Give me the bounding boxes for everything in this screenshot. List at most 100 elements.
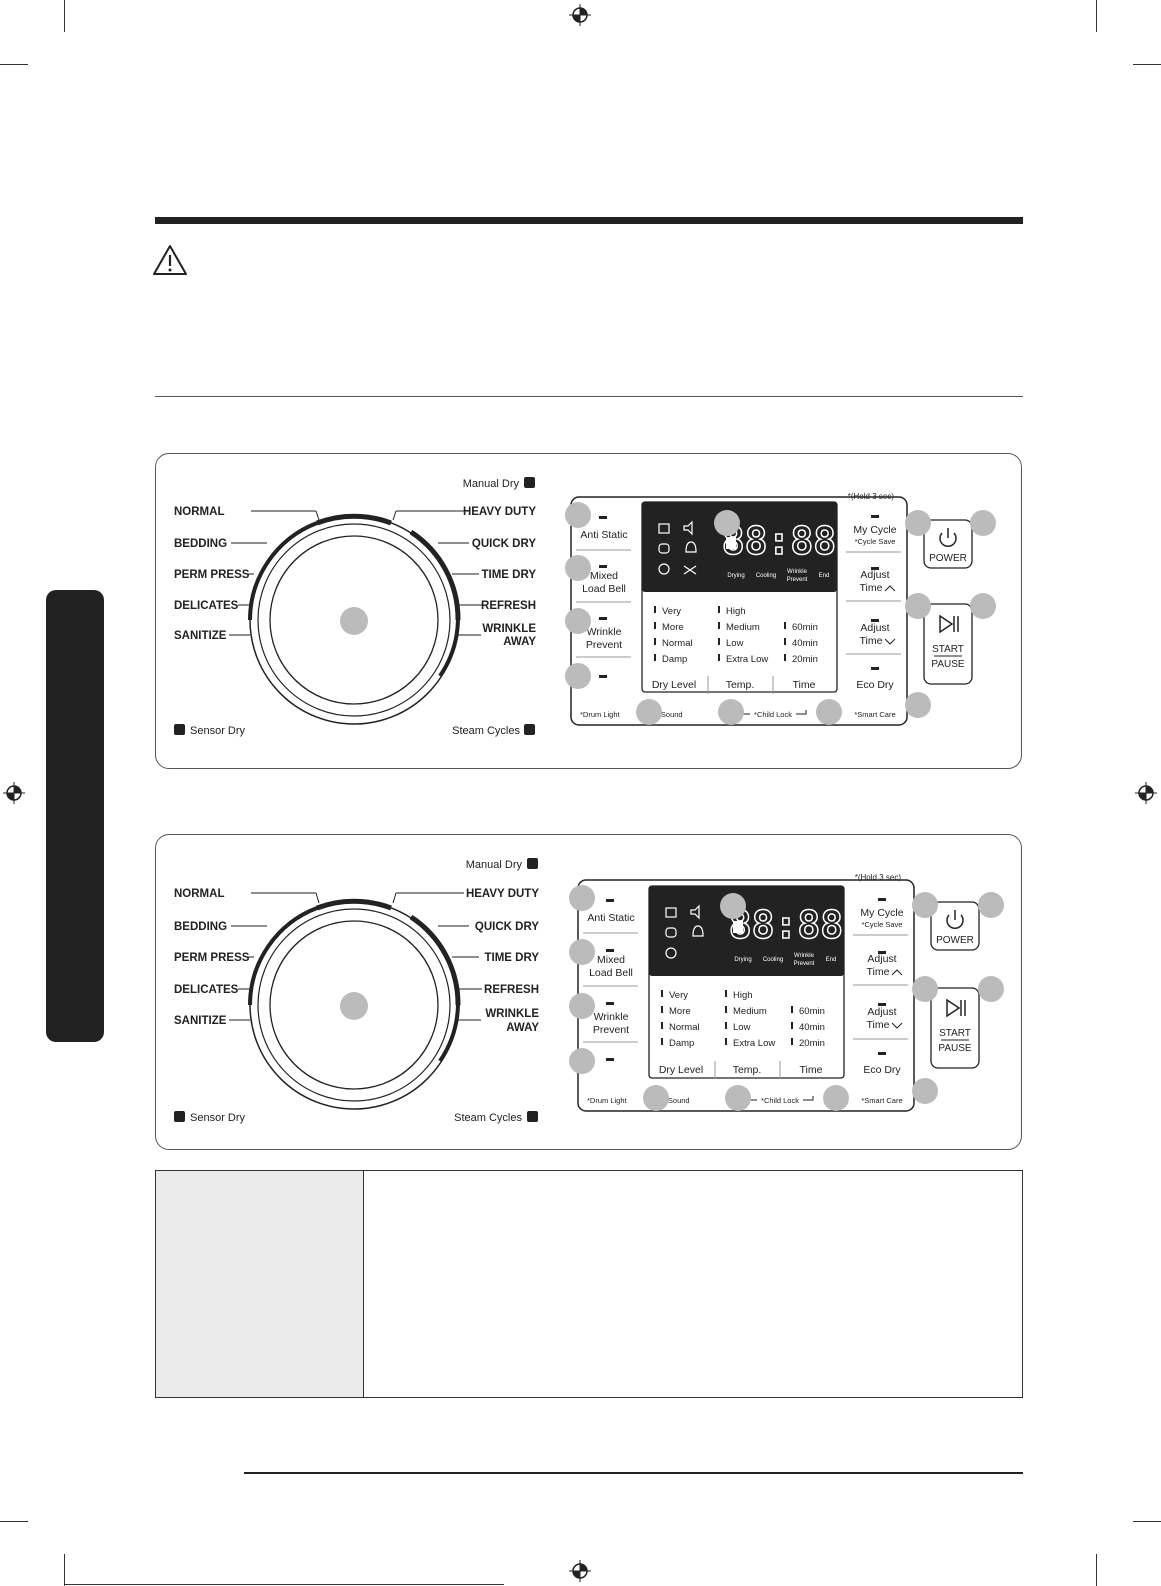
mixed-load-bell-button-line2[interactable]: Load Bell [582, 583, 626, 595]
temp-high: High [733, 990, 753, 1001]
start-pause-button[interactable]: START PAUSE [930, 987, 980, 1069]
power-button[interactable]: POWER [923, 519, 973, 569]
control-panel-diagram-2: NORMAL BEDDING PERM PRESS DELICATES SANI… [155, 834, 1022, 1150]
sensor-dry-icon [174, 1111, 185, 1122]
pause-label: PAUSE [931, 659, 964, 670]
callout-markers [569, 885, 1004, 1111]
steam-cycles-label: Steam Cycles [454, 1112, 522, 1124]
trim-mark [64, 1584, 504, 1585]
time-40min: 40min [792, 638, 818, 649]
dry-level-more: More [669, 1006, 691, 1017]
anti-static-button[interactable]: Anti Static [587, 912, 634, 924]
wrinkle-prevent-button[interactable]: Wrinkle [594, 1011, 629, 1023]
temp-button[interactable]: Temp. [726, 679, 755, 691]
anti-static-button[interactable]: Anti Static [580, 529, 627, 541]
dry-level-button[interactable]: Dry Level [652, 679, 696, 691]
dry-level-damp: Damp [662, 654, 687, 665]
manual-dry-label: Manual Dry [463, 478, 520, 490]
trim-mark [64, 0, 65, 32]
cycle-label-normal: NORMAL [174, 506, 224, 518]
registration-crosshair-icon [569, 4, 591, 26]
cycle-dial [248, 513, 461, 725]
wrinkle-prevent-button-line2[interactable]: Prevent [586, 639, 622, 651]
temp-medium: Medium [726, 622, 760, 633]
cycle-label-bedding: BEDDING [174, 538, 227, 550]
trim-mark [64, 1554, 65, 1586]
control-panel-diagram-1: NORMAL BEDDING PERM PRESS DELICATES SANI… [155, 453, 1022, 769]
cycle-label-sanitize: SANITIZE [174, 630, 227, 642]
steam-cycles-icon [527, 1111, 538, 1122]
cycle-save-label: *Cycle Save [862, 920, 903, 929]
temp-button[interactable]: Temp. [733, 1064, 762, 1076]
eco-dry-button[interactable]: Eco Dry [856, 679, 894, 691]
dry-level-very: Very [662, 606, 681, 617]
mixed-load-bell-button[interactable]: Mixed [590, 570, 618, 582]
sensor-dry-icon [174, 724, 185, 735]
adjust-time-up-button[interactable]: Adjust [860, 569, 889, 581]
sound-label: *Sound [658, 710, 683, 719]
trim-mark [0, 1521, 28, 1522]
mixed-load-bell-button-line2[interactable]: Load Bell [589, 967, 633, 979]
right-button-column: *(Hold 3 sec) My Cycle *Cycle Save Adjus… [846, 492, 901, 719]
trim-mark [1133, 1521, 1161, 1522]
phase-label-drying: Drying [734, 957, 751, 963]
adjust-time-up-button-line2[interactable]: Time [867, 966, 890, 978]
wrinkle-prevent-indicator [599, 617, 607, 620]
time-button[interactable]: Time [793, 679, 816, 691]
mixed-load-bell-button[interactable]: Mixed [597, 954, 625, 966]
cycle-label-bedding: BEDDING [174, 921, 227, 933]
play-pause-icon [946, 998, 966, 1018]
display-sensor-icon [658, 523, 670, 534]
dial-labels: NORMAL BEDDING PERM PRESS DELICATES SANI… [174, 506, 536, 648]
smart-care-label: *Smart Care [861, 1096, 902, 1105]
display-digits: 88:88 [729, 903, 843, 947]
adjust-time-down-button-line2[interactable]: Time [867, 1019, 890, 1031]
steam-cycles-icon [524, 724, 535, 735]
smart-care-label: *Smart Care [854, 710, 895, 719]
sensor-dry-label: Sensor Dry [190, 725, 246, 737]
temp-medium: Medium [733, 1006, 767, 1017]
cycle-save-label: *Cycle Save [855, 537, 896, 546]
start-label: START [939, 1028, 971, 1039]
adjust-time-down-button[interactable]: Adjust [867, 1006, 896, 1018]
time-button[interactable]: Time [800, 1064, 823, 1076]
sensor-dry-label: Sensor Dry [190, 1112, 246, 1124]
cycle-label-normal: NORMAL [174, 888, 224, 900]
adjust-time-up-button-line2[interactable]: Time [860, 582, 883, 594]
adjust-time-down-button-line2[interactable]: Time [860, 635, 883, 647]
sound-label: *Sound [665, 1096, 690, 1105]
start-pause-button[interactable]: START PAUSE [923, 603, 973, 685]
cycle-label-perm-press: PERM PRESS [174, 952, 250, 964]
adjust-time-down-button[interactable]: Adjust [860, 622, 889, 634]
power-button[interactable]: POWER [930, 901, 980, 951]
anti-static-indicator [599, 516, 607, 519]
drum-light-label: *Drum Light [580, 710, 621, 719]
dry-level-button[interactable]: Dry Level [659, 1064, 703, 1076]
manual-dry-icon [527, 858, 538, 869]
eco-dry-button[interactable]: Eco Dry [863, 1064, 901, 1076]
temp-low: Low [726, 638, 744, 649]
trim-mark [1133, 64, 1161, 65]
my-cycle-button[interactable]: My Cycle [853, 524, 896, 536]
cycle-label-refresh: REFRESH [481, 600, 536, 612]
wrinkle-prevent-button[interactable]: Wrinkle [587, 626, 622, 638]
child-lock-label: *Child Lock [754, 710, 792, 719]
cycle-label-wrinkle: WRINKLE [482, 623, 536, 635]
adjust-time-up-button[interactable]: Adjust [867, 953, 896, 965]
start-label: START [932, 644, 964, 655]
display-bell-icon [692, 925, 704, 937]
pause-label: PAUSE [938, 1043, 971, 1054]
play-pause-icon [939, 614, 959, 634]
child-lock-label: *Child Lock [761, 1096, 799, 1105]
cycle-label-quick-dry: QUICK DRY [475, 921, 539, 933]
chevron-down-icon [891, 1022, 903, 1029]
chevron-up-icon [884, 585, 896, 592]
time-20min: 20min [792, 654, 818, 665]
my-cycle-button[interactable]: My Cycle [860, 907, 903, 919]
display-timer-icon [733, 921, 743, 933]
temp-extra-low: Extra Low [726, 654, 768, 665]
section-divider [155, 396, 1023, 397]
chevron-down-icon [884, 638, 896, 645]
display-wifi-icon [658, 563, 670, 575]
wrinkle-prevent-button-line2[interactable]: Prevent [593, 1024, 629, 1036]
